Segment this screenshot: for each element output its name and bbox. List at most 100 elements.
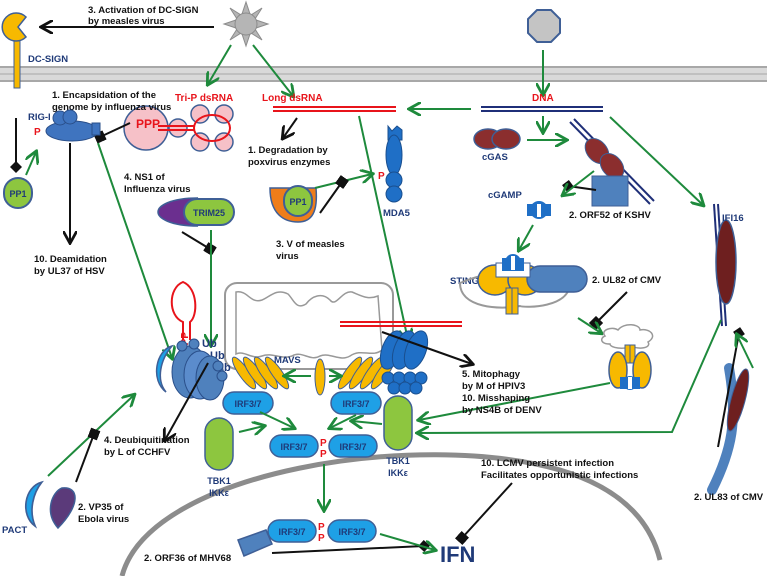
dna-strand — [481, 106, 603, 112]
vp35-protein — [49, 487, 76, 530]
annotation-mitophagy-3: 10. Misshaping — [462, 393, 530, 404]
nuclear-irf-right-label: IRF3/7 — [338, 527, 365, 537]
sting-protein — [458, 254, 588, 315]
mavs-monomer — [314, 358, 326, 396]
annotation-dcsign-2: by measles virus — [88, 16, 165, 27]
annotation-deubiquitination-2: by L of CCHFV — [104, 447, 171, 458]
annotation-orf52: 2. ORF52 of KSHV — [569, 210, 651, 221]
trim25-label: TRIM25 — [193, 208, 225, 218]
arrow-mitophagy — [381, 331, 472, 364]
nuclear-irf-left-label: IRF3/7 — [278, 527, 305, 537]
irf-dimer-left-label: IRF3/7 — [280, 442, 307, 452]
long-dsrna-label: Long dsRNA — [262, 93, 323, 104]
irf-dimer-p1: P — [320, 438, 327, 449]
dc-sign-label: DC-SIGN — [28, 54, 68, 65]
arrow-irf-to-ifn — [379, 533, 435, 550]
annotation-degradation-1: 1. Degradation by — [248, 145, 328, 156]
dna-label: DNA — [532, 93, 554, 104]
ppp-label: PPP — [136, 117, 160, 131]
annotation-mitophagy-2: by M of HPIV3 — [462, 381, 525, 392]
plasma-membrane — [0, 66, 767, 82]
arrow-ifi16-to-tbk1 — [418, 319, 722, 433]
annotation-ns1-1: 4. NS1 of — [124, 172, 165, 183]
arrow-tbk1-right — [352, 421, 383, 424]
rig-i-phospho-label: P — [34, 127, 41, 138]
arrow-ul83-to-ifi16 — [737, 335, 754, 369]
arrow-cgas-to-cgamp — [563, 170, 595, 195]
ifi16-protein — [713, 203, 737, 327]
annotation-mitophagy-1: 5. Mitophagy — [462, 369, 521, 380]
mda5-filament — [379, 330, 429, 395]
nuclear-irf-p2: P — [318, 533, 325, 544]
mda5-label: MDA5 — [383, 208, 411, 219]
influenza-rnp — [123, 104, 234, 152]
annotation-lcmv-2: Facilitates opportunistic infections — [481, 470, 638, 481]
inhibit-v-measles — [319, 175, 349, 214]
ikke-left-label: IKKε — [209, 488, 229, 498]
irf-dimer-p2: P — [320, 449, 327, 460]
inhibit-ul82 — [588, 291, 628, 331]
annotation-ns1-2: Influenza virus — [124, 184, 191, 195]
arrow-cgamp-to-sting — [519, 224, 534, 250]
pact-bound-protein — [155, 344, 175, 393]
annotation-encapsidation-2: genome by influenza virus — [52, 102, 171, 113]
annotation-deamidation-1: 10. Deamidation — [34, 254, 107, 265]
tbk1-right — [383, 395, 413, 451]
tbk1-left-label: TBK1 — [207, 476, 231, 486]
annotation-mitophagy-4: by NS4B of DENV — [462, 405, 542, 416]
irf-left — [222, 391, 274, 415]
annotation-v-measles-1: 3. V of measles — [276, 239, 345, 250]
annotation-vp35-1: 2. VP35 of — [78, 502, 124, 513]
cgas-protein — [473, 128, 521, 150]
annotation-dcsign-1: 3. Activation of DC-SIGN — [88, 5, 199, 16]
annotation-ul82: 2. UL82 of CMV — [592, 275, 662, 286]
annotation-orf36: 2. ORF36 of MHV68 — [144, 553, 231, 564]
trim25-protein — [183, 198, 235, 226]
ifn-label: IFN — [440, 542, 475, 567]
ul83-protein — [707, 363, 750, 495]
arrow-longdsrna-to-mda5 — [358, 115, 408, 340]
mitochondrion — [224, 282, 394, 370]
arrow-virus-to-longdsrna — [252, 44, 293, 96]
cgamp-label: cGAMP — [488, 190, 522, 201]
arrow-pp1-to-mda5 — [314, 174, 372, 189]
spiky-virus-icon — [222, 0, 270, 48]
trip-dsrna-label: Tri-P dsRNA — [175, 93, 233, 104]
nuclear-irf-left — [267, 519, 317, 543]
pp1-left — [3, 177, 33, 209]
rig-i-label: RIG-I — [28, 112, 51, 123]
nuclear-irf-p1: P — [318, 522, 325, 533]
arrow-pp1-to-rigi — [25, 152, 36, 176]
stem-loop-rna — [170, 280, 197, 340]
inhibit-lcmv — [454, 482, 513, 546]
arrow-sting-translocation — [577, 317, 601, 333]
annotation-degradation-2: poxvirus enzymes — [248, 157, 330, 168]
annotation-ul83: 2. UL83 of CMV — [694, 492, 764, 503]
arrow-sting-to-tbk1 — [419, 382, 611, 420]
irf-dimer-right-label: IRF3/7 — [339, 442, 366, 452]
inhibit-trim25 — [181, 231, 217, 256]
arrow-dna-to-ifi16 — [609, 116, 703, 205]
ikke-right-label: IKKε — [388, 468, 408, 478]
long-dsrna — [273, 106, 396, 112]
inhibit-vp35 — [75, 427, 101, 483]
inhibit-encapsidation — [93, 122, 131, 144]
arrow-degradation — [283, 117, 298, 138]
dna-bound-cgas — [569, 118, 655, 207]
irf-right-label: IRF3/7 — [342, 399, 369, 409]
irf-left-label: IRF3/7 — [234, 399, 261, 409]
arrow-irf-left-to-dimer — [259, 411, 294, 428]
irf-dimer-left — [269, 434, 319, 458]
rig-i-oligomer — [171, 338, 228, 401]
pp1-center-label: PP1 — [289, 197, 306, 207]
tbk1-right-label: TBK1 — [386, 456, 410, 466]
annotation-deamidation-2: by UL37 of HSV — [34, 266, 105, 277]
annotation-lcmv-1: 10. LCMV persistent infection — [481, 458, 614, 469]
octagon-virus-icon — [527, 9, 561, 43]
cgamp-molecule — [527, 201, 551, 219]
ifi16-label: IFI16 — [722, 213, 744, 224]
nuclear-irf-right — [327, 519, 377, 543]
rig-i-protein — [45, 109, 101, 142]
annotation-vp35-2: Ebola virus — [78, 514, 129, 525]
